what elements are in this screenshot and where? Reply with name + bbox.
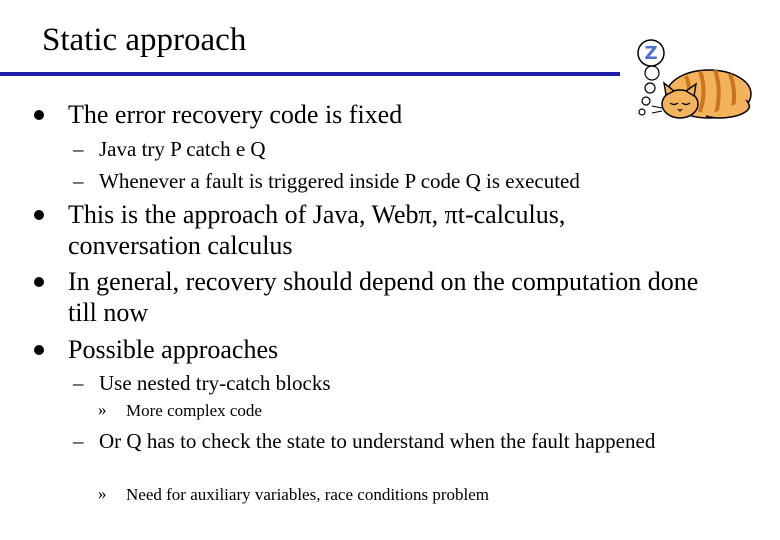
sub-sub-bullet-item: » More complex code [98, 400, 686, 422]
zzz-letter: Z [644, 43, 657, 64]
dash-marker: – [73, 137, 84, 161]
bullet-dot-icon [34, 277, 44, 287]
bullet-item: The error recovery code is fixed [34, 99, 728, 130]
bullet-dot-icon [34, 210, 44, 220]
bullet-item: In general, recovery should depend on th… [34, 266, 708, 328]
sub-bullet-text: Whenever a fault is triggered inside P c… [99, 169, 580, 193]
bullet-text: Possible approaches [68, 335, 279, 364]
sub-bullet-item: – Use nested try-catch blocks [73, 370, 699, 396]
sleeping-cat-icon: Z [637, 39, 752, 119]
bullet-text: In general, recovery should depend on th… [68, 267, 699, 327]
bullet-item: This is the approach of Java, Webπ, πt-c… [34, 199, 628, 261]
title-underline [0, 72, 620, 76]
sub-sub-bullet-text: More complex code [126, 401, 262, 420]
sub-bullet-text: Or Q has to check the state to understan… [99, 429, 656, 453]
sub-bullet-item: – Or Q has to check the state to underst… [73, 428, 659, 454]
sub-bullet-item: – Java try P catch e Q [73, 136, 699, 162]
slide-title: Static approach [42, 22, 247, 58]
sub-sub-bullet-text: Need for auxiliary variables, race condi… [126, 485, 490, 504]
raquo-marker: » [98, 400, 107, 419]
bullet-item: Possible approaches [34, 334, 728, 365]
bullet-text: This is the approach of Java, Webπ, πt-c… [68, 200, 566, 260]
sub-bullet-item: – Whenever a fault is triggered inside P… [73, 168, 719, 194]
dash-marker: – [73, 429, 84, 453]
sub-bullet-text: Java try P catch e Q [99, 137, 266, 161]
sub-sub-bullet-item: » Need for auxiliary variables, race con… [98, 484, 726, 506]
bullet-dot-icon [34, 345, 44, 355]
raquo-marker: » [98, 484, 107, 503]
sub-bullet-text: Use nested try-catch blocks [99, 371, 331, 395]
bullet-text: The error recovery code is fixed [68, 100, 403, 129]
bullet-dot-icon [34, 110, 44, 120]
dash-marker: – [73, 169, 84, 193]
dash-marker: – [73, 371, 84, 395]
